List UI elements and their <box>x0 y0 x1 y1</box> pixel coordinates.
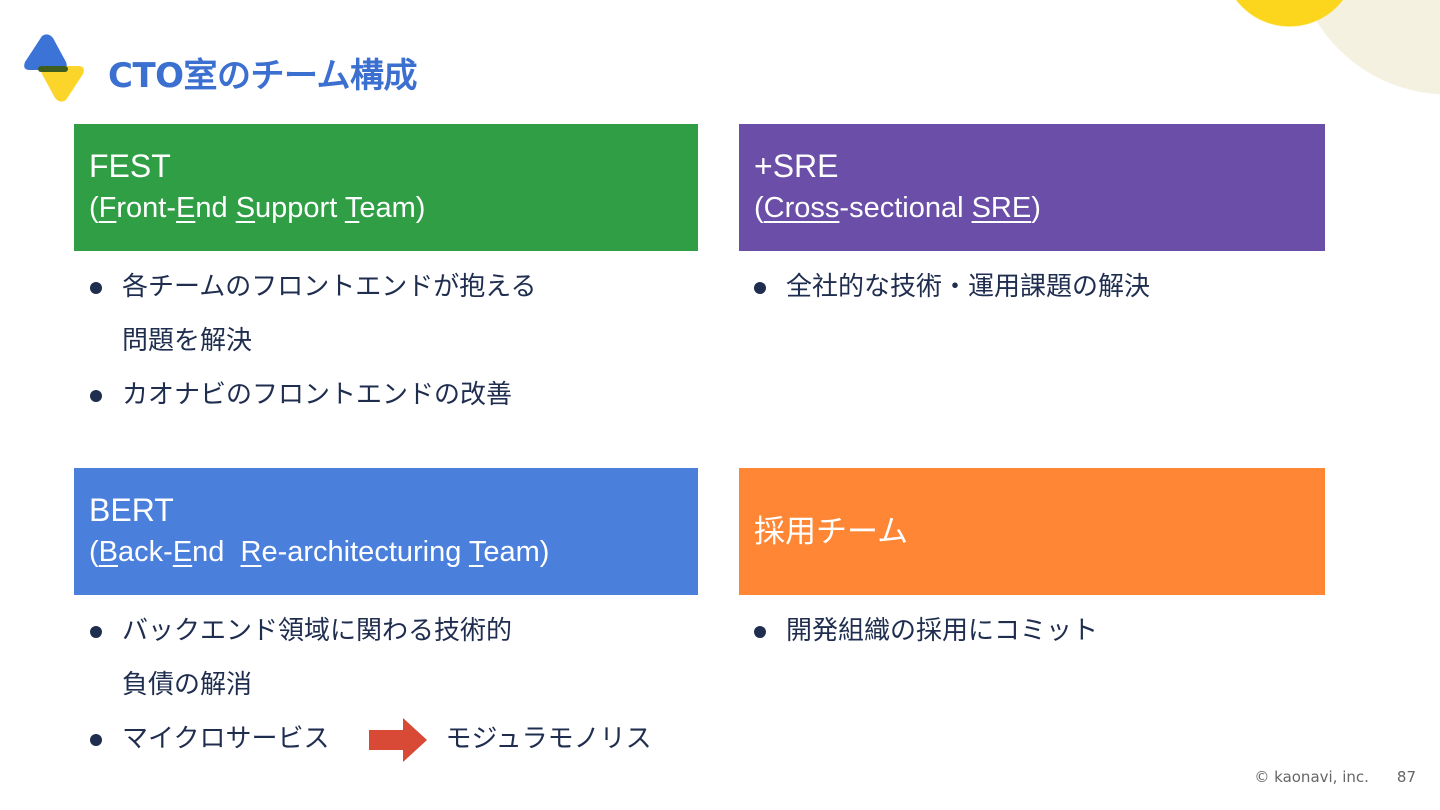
bullet-item: カオナビのフロントエンドの改善 <box>78 368 698 422</box>
team-subtitle: (Back-End Re-architecturing Team) <box>89 530 683 574</box>
team-card-hiring: 採用チーム <box>739 468 1325 595</box>
text: nd <box>195 192 236 224</box>
page-title: CTO室のチーム構成 <box>108 56 418 96</box>
team-card-fest: FEST (Front-End Support Team) <box>74 124 698 251</box>
fest-bullets: 各チームのフロントエンドが抱える 問題を解決 カオナビのフロントエンドの改善 <box>78 260 698 422</box>
team-name: BERT <box>89 492 174 528</box>
text: F <box>98 192 117 224</box>
from-label: マイクロサービス <box>122 724 330 754</box>
text: e-architecturing <box>261 536 469 568</box>
bullet-item-continued: 問題を解決 <box>122 326 253 356</box>
text: ront- <box>116 192 177 224</box>
copyright: © kaonavi, inc. <box>1254 768 1369 786</box>
text: T <box>468 536 484 568</box>
decorative-circle-yellow <box>1222 0 1357 28</box>
arrow-right-icon <box>369 717 428 762</box>
text: E <box>172 536 193 568</box>
bert-bullets: バックエンド領域に関わる技術的 負債の解消 マイクロサービス モジュラモノリス <box>78 604 698 766</box>
text: upport <box>255 192 345 224</box>
text: SRE <box>971 192 1032 224</box>
bullet-item: マイクロサービス モジュラモノリス <box>78 712 698 766</box>
team-subtitle: (Cross-sectional SRE) <box>754 186 1310 230</box>
team-name: FEST <box>89 148 171 184</box>
text: ) <box>1031 192 1041 224</box>
team-name: +SRE <box>754 148 839 184</box>
kaonavi-logo-icon <box>24 34 84 102</box>
text: -sectional <box>839 192 972 224</box>
bullet-item: バックエンド領域に関わる技術的 <box>78 604 698 658</box>
text: ( <box>89 192 99 224</box>
text: B <box>98 536 119 568</box>
text: eam) <box>483 536 550 568</box>
team-name: 採用チーム <box>754 513 909 549</box>
sre-bullets: 全社的な技術・運用課題の解決 <box>742 260 1322 314</box>
text: R <box>240 536 262 568</box>
text: S <box>235 192 256 224</box>
team-card-sre: +SRE (Cross-sectional SRE) <box>739 124 1325 251</box>
page-number: 87 <box>1396 768 1416 786</box>
team-subtitle: (Front-End Support Team) <box>89 186 683 230</box>
bullet-item: 各チームのフロントエンドが抱える <box>78 260 698 314</box>
text: E <box>176 192 196 224</box>
text: ( <box>89 536 99 568</box>
text: eam) <box>359 192 426 224</box>
text: T <box>344 192 360 224</box>
to-label: モジュラモノリス <box>445 724 652 754</box>
text: ( <box>754 192 764 224</box>
hiring-bullets: 開発組織の採用にコミット <box>742 604 1322 658</box>
footer: © kaonavi, inc. 87 <box>1254 768 1416 786</box>
text: Cross <box>763 192 840 224</box>
bullet-item: 開発組織の採用にコミット <box>742 604 1322 658</box>
text: ack- <box>118 536 173 568</box>
bullet-item: 全社的な技術・運用課題の解決 <box>742 260 1322 314</box>
bullet-item-continued: 負債の解消 <box>122 670 253 700</box>
text: nd <box>192 536 241 568</box>
team-card-bert: BERT (Back-End Re-architecturing Team) <box>74 468 698 595</box>
